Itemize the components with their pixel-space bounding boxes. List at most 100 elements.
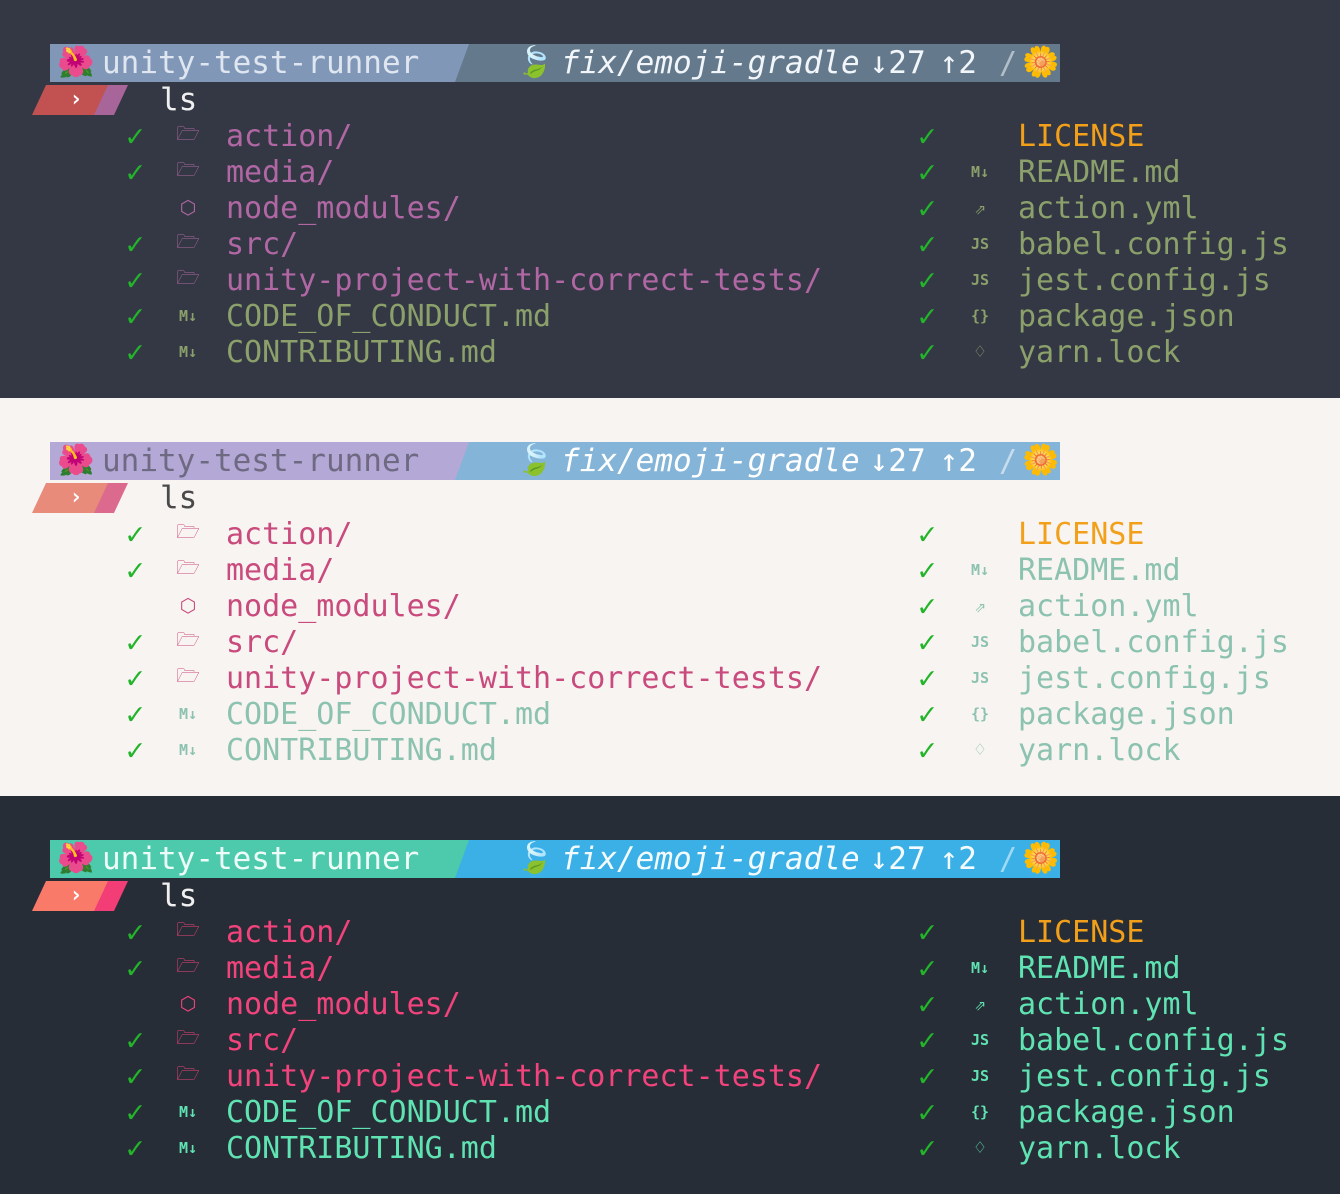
sunflower-icon: 🌼	[1022, 443, 1060, 478]
file-name[interactable]: README.md	[1018, 950, 1181, 986]
file-name[interactable]: LICENSE	[1018, 118, 1145, 154]
command-text: ls	[160, 480, 198, 516]
file-list-item: ✓M↓README.md	[912, 950, 1181, 986]
yaml-file-icon: ⇗	[974, 197, 986, 219]
git-clean-check-icon: ✓	[917, 552, 937, 588]
file-name[interactable]: LICENSE	[1018, 914, 1145, 950]
directory-name[interactable]: src/	[226, 226, 299, 262]
lock-gem-icon: ♢	[974, 341, 986, 363]
separator: /	[998, 841, 1018, 877]
markdown-icon: M↓	[970, 959, 990, 977]
separator: /	[998, 443, 1018, 479]
folder-icon: 🗁	[176, 629, 200, 651]
file-name[interactable]: yarn.lock	[1018, 334, 1181, 370]
directory-name[interactable]: media/	[226, 950, 335, 986]
file-name[interactable]: LICENSE	[1018, 516, 1145, 552]
markdown-icon: M↓	[178, 741, 198, 759]
directory-name[interactable]: unity-project-with-correct-tests/	[226, 1058, 823, 1094]
ahead-count: ↑2	[939, 45, 977, 81]
directory-name[interactable]: src/	[226, 1022, 299, 1058]
file-name[interactable]: babel.config.js	[1018, 624, 1289, 660]
nodejs-icon: ⬡	[179, 993, 197, 1015]
directory-name[interactable]: action/	[226, 516, 353, 552]
file-list-item: ✓M↓CONTRIBUTING.md	[120, 334, 497, 370]
separator: /	[998, 45, 1018, 81]
file-name[interactable]: CODE_OF_CONDUCT.md	[226, 696, 552, 732]
repo-name: unity-test-runner	[102, 841, 420, 877]
command-line[interactable]: › ls	[32, 82, 532, 118]
git-clean-check-icon: ✓	[125, 298, 145, 334]
command-line[interactable]: › ls	[32, 878, 532, 914]
file-list-item: ✓🗁unity-project-with-correct-tests/	[120, 262, 822, 298]
terminal-panel-dark-slate: 🌺 unity-test-runner 🍃 fix/emoji-gradle ↓…	[0, 0, 1340, 398]
markdown-icon: M↓	[178, 1139, 198, 1157]
directory-name[interactable]: src/	[226, 624, 299, 660]
file-list-item: ⬡ node_modules/	[120, 588, 461, 624]
sunflower-icon: 🌼	[1022, 45, 1060, 80]
folder-icon: 🗁	[176, 231, 200, 253]
git-clean-check-icon: ✓	[125, 624, 145, 660]
hibiscus-icon: 🌺	[57, 841, 95, 876]
file-name[interactable]: README.md	[1018, 552, 1181, 588]
repo-name: unity-test-runner	[102, 45, 420, 81]
repo-segment: 🌺 unity-test-runner	[50, 44, 490, 82]
file-name[interactable]: jest.config.js	[1018, 1058, 1271, 1094]
file-name[interactable]: babel.config.js	[1018, 1022, 1289, 1058]
git-clean-check-icon: ✓	[125, 696, 145, 732]
directory-name[interactable]: unity-project-with-correct-tests/	[226, 660, 823, 696]
file-name[interactable]: jest.config.js	[1018, 262, 1271, 298]
file-name[interactable]: CONTRIBUTING.md	[226, 732, 497, 768]
file-name[interactable]: CONTRIBUTING.md	[226, 334, 497, 370]
directory-name[interactable]: media/	[226, 154, 335, 190]
directory-name[interactable]: action/	[226, 914, 353, 950]
directory-name[interactable]: node_modules/	[226, 588, 461, 624]
git-clean-check-icon: ✓	[917, 696, 937, 732]
git-clean-check-icon: ✓	[917, 1022, 937, 1058]
hibiscus-icon: 🌺	[57, 45, 95, 80]
directory-name[interactable]: node_modules/	[226, 986, 461, 1022]
markdown-icon: M↓	[970, 561, 990, 579]
file-list-item: ✓M↓CODE_OF_CONDUCT.md	[120, 1094, 551, 1130]
directory-name[interactable]: media/	[226, 552, 335, 588]
file-name[interactable]: yarn.lock	[1018, 732, 1181, 768]
javascript-icon: JS	[970, 1031, 990, 1049]
leaf-icon: 🍃	[516, 443, 554, 478]
file-name[interactable]: package.json	[1018, 298, 1235, 334]
terminal-panel-light: 🌺 unity-test-runner 🍃 fix/emoji-gradle ↓…	[0, 398, 1340, 796]
file-list-item: ✓ JS babel.config.js	[912, 1022, 1289, 1058]
git-clean-check-icon: ✓	[917, 226, 937, 262]
file-name[interactable]: action.yml	[1018, 190, 1199, 226]
git-clean-check-icon: ✓	[125, 1094, 145, 1130]
file-name[interactable]: yarn.lock	[1018, 1130, 1181, 1166]
directory-name[interactable]: action/	[226, 118, 353, 154]
markdown-icon: M↓	[178, 307, 198, 325]
yaml-file-icon: ⇗	[974, 595, 986, 617]
behind-count: ↓27	[869, 841, 926, 877]
file-name[interactable]: CODE_OF_CONDUCT.md	[226, 1094, 552, 1130]
file-name[interactable]: README.md	[1018, 154, 1181, 190]
file-name[interactable]: babel.config.js	[1018, 226, 1289, 262]
file-list-item: ✓♢yarn.lock	[912, 732, 1181, 768]
file-name[interactable]: package.json	[1018, 1094, 1235, 1130]
file-list-item: ✓M↓README.md	[912, 154, 1181, 190]
file-name[interactable]: package.json	[1018, 696, 1235, 732]
status-dot: ·	[1031, 46, 1048, 80]
nodejs-icon: ⬡	[179, 595, 197, 617]
directory-name[interactable]: unity-project-with-correct-tests/	[226, 262, 823, 298]
file-name[interactable]: action.yml	[1018, 588, 1199, 624]
file-name[interactable]: CONTRIBUTING.md	[226, 1130, 497, 1166]
file-name[interactable]: jest.config.js	[1018, 660, 1271, 696]
file-list-item: ✓♢yarn.lock	[912, 1130, 1181, 1166]
lock-gem-icon: ♢	[974, 1137, 986, 1159]
file-name[interactable]: action.yml	[1018, 986, 1199, 1022]
file-list-item: ✓ M↓ README.md	[912, 552, 1181, 588]
directory-name[interactable]: node_modules/	[226, 190, 461, 226]
git-clean-check-icon: ✓	[917, 298, 937, 334]
branch-segment: 🍃 fix/emoji-gradle ↓27 ↑2 / ·	[455, 840, 1060, 878]
git-clean-check-icon: ✓	[125, 1130, 145, 1166]
git-clean-check-icon: ✓	[125, 1022, 145, 1058]
ahead-count: ↑2	[939, 443, 977, 479]
file-list-item: ✓🗁media/	[120, 950, 334, 986]
command-line[interactable]: › ls	[32, 480, 532, 516]
file-name[interactable]: CODE_OF_CONDUCT.md	[226, 298, 552, 334]
